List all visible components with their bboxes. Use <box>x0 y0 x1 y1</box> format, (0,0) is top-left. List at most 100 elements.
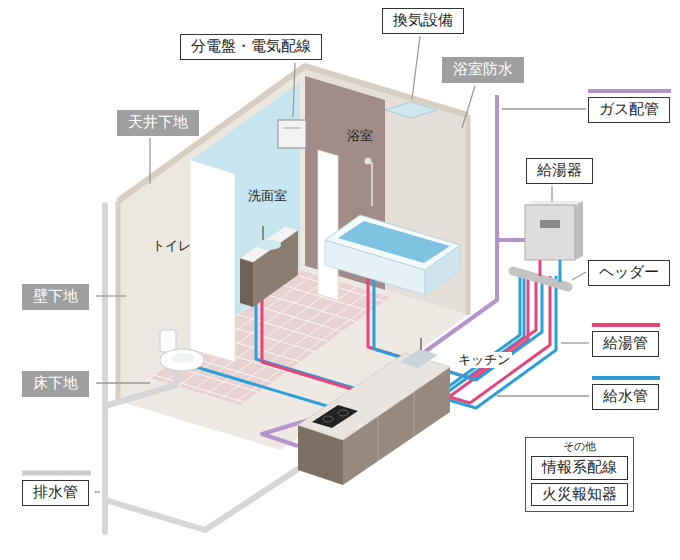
callout-box: 天井下地 <box>117 110 199 136</box>
illustration-part <box>94 491 100 492</box>
illustration-part <box>371 162 373 206</box>
illustration-part <box>400 349 438 368</box>
illustration-part <box>118 66 468 201</box>
illustration-part <box>190 160 235 362</box>
illustration-part <box>525 201 583 205</box>
leader-lines <box>94 36 589 492</box>
callout-text: 給湯管 <box>603 334 648 354</box>
callout-box: 給水管 <box>592 384 659 410</box>
callout-box: 床下地 <box>22 371 89 397</box>
illustration-part <box>540 220 560 228</box>
callout-box: 排水管 <box>22 480 89 506</box>
illustration-part <box>253 230 298 307</box>
ventilation-fan <box>385 102 437 118</box>
illustration-part <box>278 120 306 148</box>
kitchen-counter <box>298 338 450 485</box>
list-box: 情報系配線 <box>531 456 628 480</box>
illustration-part <box>102 205 108 532</box>
illustration-part <box>592 323 660 327</box>
illustration-part <box>365 158 372 165</box>
callout-box: 給湯管 <box>592 331 659 357</box>
illustration-part <box>116 201 121 401</box>
illustration-part <box>312 405 358 428</box>
illustration-part <box>262 226 264 240</box>
illustration-part <box>325 215 460 270</box>
callout-text: 天井下地 <box>128 113 188 133</box>
callout-box: ガス配管 <box>588 97 670 123</box>
room-label: トイレ <box>150 238 193 254</box>
header-manifold <box>513 260 568 287</box>
illustration-part <box>160 330 176 352</box>
list-box: 火災報知器 <box>531 483 628 507</box>
illustration-part <box>551 186 552 202</box>
illustration-part <box>466 115 471 315</box>
illustration-part <box>149 138 150 184</box>
group-heading: その他 <box>531 440 628 453</box>
illustration-part <box>105 448 330 530</box>
callout-box: 浴室防水 <box>442 57 524 83</box>
illustration-part <box>240 226 298 262</box>
illustration-part <box>283 128 301 129</box>
illustration-part <box>575 201 583 260</box>
callout-text: ヘッダー <box>599 263 659 283</box>
illustration-part <box>96 295 126 296</box>
illustration-part <box>160 349 204 371</box>
callout-text: 分電盤・電気配線 <box>191 37 311 57</box>
illustration-part <box>338 221 450 263</box>
callout-text: 給水管 <box>603 387 648 407</box>
illustration-part <box>240 258 253 307</box>
bathtub <box>325 215 460 295</box>
illustration-part <box>588 89 671 93</box>
callout-text: 壁下地 <box>33 287 78 307</box>
illustration-part <box>105 368 176 406</box>
illustration-part <box>497 395 589 396</box>
water-heater <box>525 201 583 260</box>
callout-text: 床下地 <box>33 374 78 394</box>
callout-box: 壁下地 <box>22 284 89 310</box>
callout-text: 換気設備 <box>393 11 453 31</box>
illustration-part <box>462 86 475 128</box>
room-label: 洗面室 <box>246 188 289 204</box>
illustration-part <box>592 376 660 380</box>
illustration-part <box>318 150 338 300</box>
callout-box: 給湯器 <box>526 158 593 184</box>
illustration-part <box>293 63 295 117</box>
callout-box: 分電盤・電気配線 <box>180 34 322 60</box>
callout-text: 排水管 <box>33 483 78 503</box>
illustration-part <box>305 66 468 315</box>
vanity <box>240 226 298 307</box>
illustration-part <box>171 353 195 363</box>
callout-text: ガス配管 <box>599 100 659 120</box>
illustration-part <box>497 238 525 242</box>
illustration-part <box>502 108 586 109</box>
illustration-part <box>414 391 415 436</box>
callout-text: 給湯器 <box>537 161 582 181</box>
room-label: 浴室 <box>345 128 375 144</box>
gas-pipe <box>262 95 525 446</box>
group-box: その他情報系配線火災報知器 <box>525 437 634 512</box>
line-samples <box>22 91 671 473</box>
illustration-part <box>559 260 562 282</box>
illustration-part <box>385 102 437 118</box>
partitions <box>190 150 338 362</box>
toilet <box>160 330 204 371</box>
illustration-part <box>420 338 422 350</box>
room-label: キッチン <box>456 352 512 368</box>
illustration-part <box>298 353 450 440</box>
illustration-part <box>539 260 542 276</box>
callout-text: 浴室防水 <box>453 60 513 80</box>
illustration-part <box>412 36 420 99</box>
illustration-part <box>561 342 589 343</box>
illustration-part <box>378 416 379 461</box>
illustration-part <box>22 471 91 476</box>
illustration-part <box>257 240 281 250</box>
callout-text: 火災報知器 <box>542 485 617 505</box>
illustration-part <box>323 416 333 422</box>
callout-box: ヘッダー <box>588 260 670 286</box>
illustration-part <box>338 410 348 416</box>
illustration-part <box>572 272 586 280</box>
illustration-part <box>525 205 575 260</box>
illustration-part <box>96 382 150 383</box>
callout-text: 情報系配線 <box>542 458 617 478</box>
